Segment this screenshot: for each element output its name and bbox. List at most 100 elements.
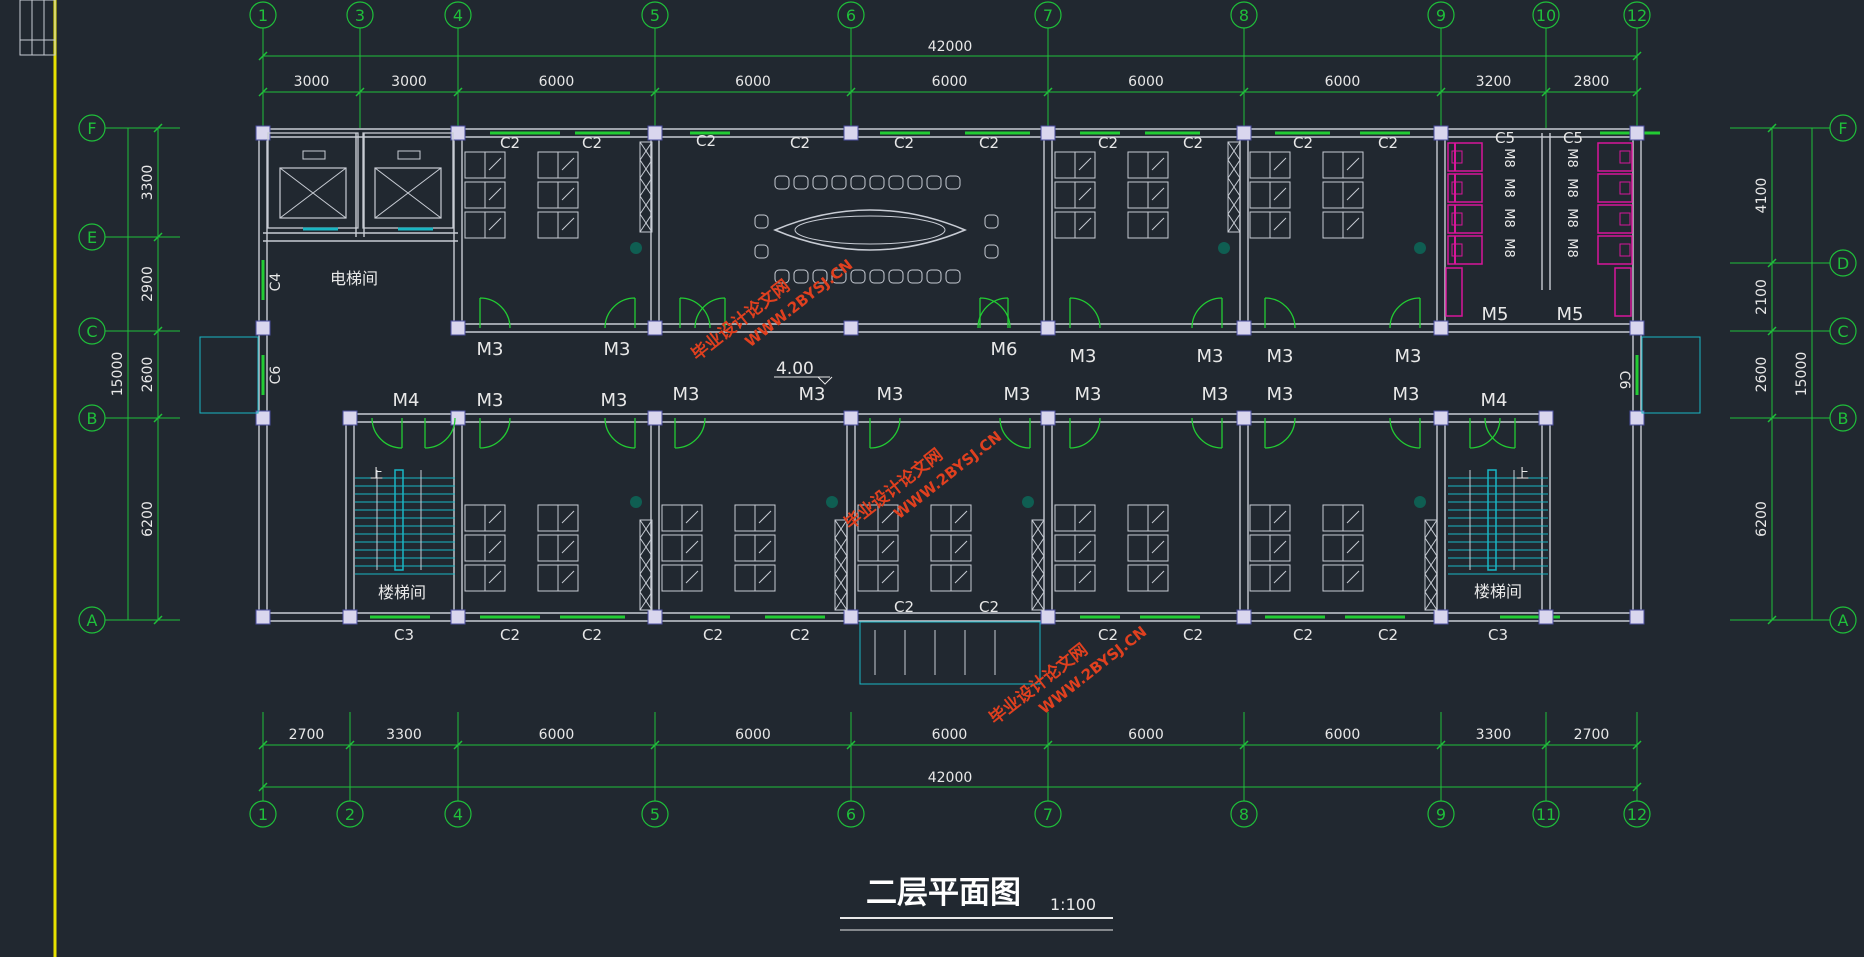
opening-label: M8 [1501,208,1516,228]
axis-label-top: 8 [1239,6,1249,25]
dim-bottom-total: 42000 [928,770,973,786]
opening-label: M3 [799,384,826,405]
drawing-title: 二层平面图 [866,875,1021,911]
axis-label-bottom: 5 [650,805,660,824]
plant [630,496,642,508]
column [647,125,663,141]
plant [1414,496,1426,508]
desk-cluster [464,504,506,592]
column [647,609,663,625]
dim-right-segment: 6200 [1754,501,1770,537]
stair [1448,469,1548,575]
column [843,125,859,141]
opening-label: M5 [1482,304,1509,325]
opening-label: M8 [1501,238,1516,258]
dim-bottom-segment: 2700 [289,727,325,743]
shelf [639,519,653,611]
opening-label: M5 [1557,304,1584,325]
door-swing [1069,297,1101,329]
desk-cluster [537,151,579,239]
dim-left-total: 15000 [110,352,126,397]
axis-label-top: 3 [355,6,365,25]
axis-label-left: B [87,409,98,428]
axis-label-top: 6 [846,6,856,25]
desk-cluster [464,151,506,239]
column [255,320,271,336]
opening-label: C2 [500,626,520,644]
opening-label: C2 [1183,626,1203,644]
opening-label: C4 [268,273,284,292]
dim-right-segment: 2600 [1754,357,1770,393]
opening-label: M3 [1395,346,1422,367]
dim-left-segment: 2900 [140,266,156,302]
door-swing [479,417,511,449]
opening-label: C2 [790,626,810,644]
column [450,410,466,426]
main-entrance [859,621,1041,685]
axis-label-right: F [1838,119,1847,138]
dim-top-segment: 6000 [735,74,771,90]
plant [826,496,838,508]
dim-top-segment: 3200 [1476,74,1512,90]
door-swing [679,297,711,329]
opening-label: C2 [979,598,999,616]
dim-bottom-segment: 6000 [1128,727,1164,743]
column [843,320,859,336]
watermark-1: 毕业设计论文网 WWW.2BYSJ.CN [687,256,856,365]
room-label-stair-left: 楼梯间 [378,583,426,602]
door-swing [1264,297,1296,329]
opening-label: C6 [1616,371,1632,390]
elevation-mark: 4.00 [776,359,814,379]
door-swing [1264,417,1296,449]
dim-left-segment: 6200 [140,501,156,537]
desk-cluster [857,504,899,592]
door-swing [694,297,726,329]
column [342,609,358,625]
opening-label: M8 [1564,148,1579,168]
dim-top-segment: 3000 [294,74,330,90]
shelf [639,141,653,233]
door-swing [1469,417,1501,449]
column [1236,410,1252,426]
axis-label-top: 4 [453,6,463,25]
opening-label: M4 [1481,390,1508,411]
column [1629,410,1645,426]
desk-cluster [1322,504,1364,592]
opening-label: C2 [1293,134,1313,152]
opening-label: M4 [393,390,420,411]
dim-right-segment: 4100 [1754,178,1770,214]
opening-label: C2 [500,134,520,152]
conference-table [754,175,999,284]
side-entrance-right [1641,336,1701,414]
axis-label-top: 10 [1536,6,1556,25]
opening-label: M3 [477,339,504,360]
opening-label: M3 [877,384,904,405]
desk-cluster [1054,504,1096,592]
opening-label: C5 [1563,129,1583,147]
column [1433,410,1449,426]
plant [1218,242,1230,254]
column [1538,410,1554,426]
opening-label: M3 [1267,384,1294,405]
opening-label: C2 [979,134,999,152]
watermark-2: 毕业设计论文网 WWW.2BYSJ.CN [840,428,1005,534]
dim-bottom-segment: 6000 [932,727,968,743]
column [1040,125,1056,141]
axis-label-bottom: 2 [345,805,355,824]
stair-up-left: 上 [370,467,383,482]
desk-cluster [930,504,972,592]
door-swing [999,417,1031,449]
opening-label: M3 [1070,346,1097,367]
axis-label-top: 12 [1627,6,1647,25]
column [1629,609,1645,625]
axis-label-left: C [86,322,97,341]
column [843,410,859,426]
dim-bottom-segment: 6000 [1325,727,1361,743]
opening-label: M8 [1564,178,1579,198]
opening-label: M8 [1564,238,1579,258]
opening-label: C2 [1293,626,1313,644]
axis-label-bottom: 11 [1536,805,1556,824]
opening-label: C5 [1495,129,1515,147]
opening-label: M8 [1501,178,1516,198]
